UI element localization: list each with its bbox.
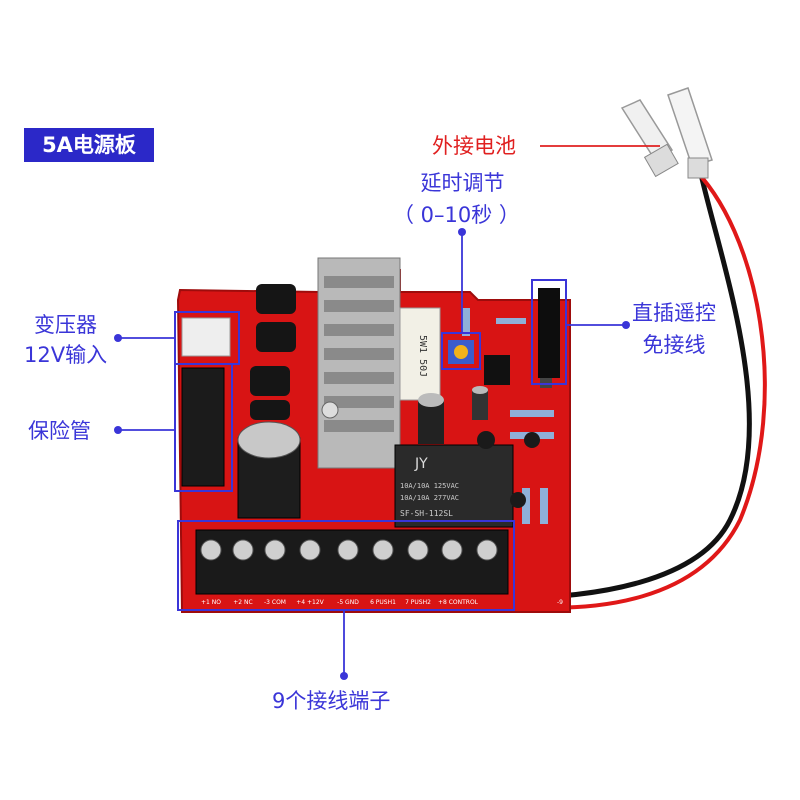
transformer-label-line2: 12V输入 (24, 343, 108, 367)
terminal-screw (441, 539, 463, 561)
transformer-plug (181, 317, 231, 357)
terminals-label: 9个接线端子 (272, 688, 390, 714)
terminals-highlight-box (177, 520, 515, 611)
terminal-label-8: +8 CONTROL (438, 599, 479, 606)
relay-brand: JY (414, 456, 428, 472)
delay-label: 延时调节 （ 0–10秒 ） (393, 170, 520, 228)
fuse-label-text: 保险管 (28, 419, 91, 443)
remote-label: 直插遥控 免接线 (632, 300, 716, 358)
relay: JY 10A/10A 125VAC 10A/10A 277VAC SF-SH-1… (394, 444, 514, 528)
terminal-label-5: -5 GND (337, 599, 359, 606)
power-resistor: 5W1 50J (399, 307, 441, 401)
terminal-screw (476, 539, 498, 561)
remote-label-line1: 直插遥控 (632, 301, 716, 325)
delay-label-line2: （ 0–10秒 ） (393, 203, 520, 227)
transformer-label: 变压器 12V输入 (24, 312, 107, 368)
battery-label-text: 外接电池 (432, 134, 516, 158)
relay-text-2: 10A/10A 277VAC (400, 494, 459, 502)
fuse-label: 保险管 (28, 418, 91, 444)
terminals-label-text: 9个接线端子 (272, 689, 391, 713)
fuse-highlight-box (174, 363, 233, 492)
terminal-screw (407, 539, 429, 561)
terminal-label-7: 7 PUSH2 (405, 599, 431, 606)
title-text: 5A电源板 (42, 133, 136, 157)
terminal-block (195, 529, 509, 595)
title-badge: 5A电源板 (24, 128, 154, 162)
remote-header (538, 288, 560, 378)
delay-label-line1: 延时调节 (420, 171, 505, 195)
terminal-screw (372, 539, 394, 561)
black-wire (489, 169, 752, 601)
ic-chip (484, 355, 510, 385)
diodes (250, 284, 296, 420)
potentiometer (448, 340, 474, 364)
terminal-label-3: -3 COM (264, 599, 286, 606)
transformer-dot (114, 334, 122, 342)
red-wire (499, 163, 767, 610)
terminal-silkscreen: +1 NO +2 NC -3 COM +4 +12V -5 GND 6 PUSH… (201, 599, 563, 606)
terminal-label-1: +1 NO (201, 599, 221, 606)
big-capacitor (237, 421, 301, 519)
terminal-label-6: 6 PUSH1 (370, 599, 396, 606)
relay-text-1: 10A/10A 125VAC (400, 482, 459, 490)
heatsink (317, 257, 401, 469)
transistors (477, 431, 540, 508)
remote-dot (622, 321, 630, 329)
terminal-screw (299, 539, 321, 561)
battery-label: 外接电池 (432, 133, 516, 159)
terminal-label-9: -9 (557, 599, 563, 606)
terminal-label-2: +2 NC (233, 599, 252, 606)
terminal-screw (200, 539, 222, 561)
fuse-dot (114, 426, 122, 434)
terminal-screw (232, 539, 254, 561)
terminal-screw (337, 539, 359, 561)
remote-highlight-box (531, 279, 567, 385)
fuse-holder (181, 367, 225, 487)
delay-highlight-box (441, 332, 481, 370)
terminal-label-4: +4 +12V (296, 599, 324, 606)
wire-connectors (620, 87, 713, 179)
terminals-dot (340, 672, 348, 680)
terminal-screw (264, 539, 286, 561)
transformer-label-line1: 变压器 (34, 313, 98, 337)
relay-text-3: SF-SH-112SL (400, 509, 453, 518)
delay-dot (458, 228, 466, 236)
resistor-text: 5W1 50J (417, 335, 428, 377)
remote-label-line2: 免接线 (642, 333, 706, 357)
